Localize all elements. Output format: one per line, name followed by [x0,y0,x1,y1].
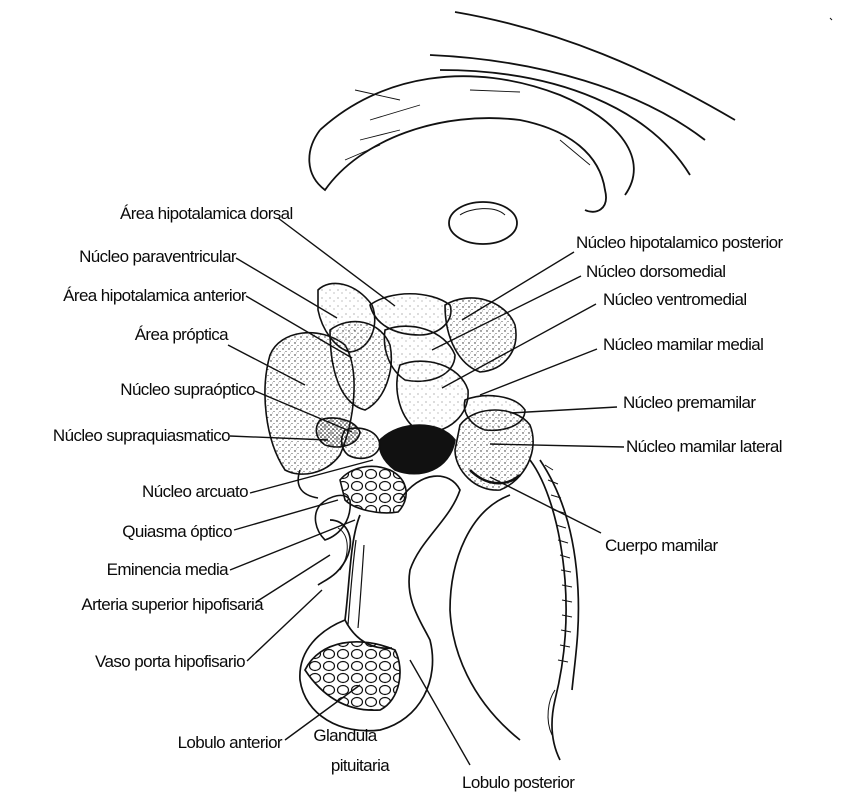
label-area-hipotalamica-anterior: Área hipotalamica anterior [10,286,246,306]
label-nucleo-dorsomedial: Núcleo dorsomedial [586,262,816,282]
label-cuerpo-mamilar: Cuerpo mamilar [605,536,805,556]
label-nucleo-supraquiasmatico: Núcleo supraquiasmatico [5,426,230,446]
label-glandula-pituitaria-line2: pituitaria [315,756,405,776]
label-glandula-pituitaria-line1: Glandula [300,726,390,746]
label-nucleo-paraventricular: Núcleo paraventricular [40,247,236,267]
corpus-callosum [309,12,832,212]
label-area-hipotalamica-dorsal: Área hipotalamica dorsal [120,204,280,224]
label-arteria-superior-hipofisaria: Arteria superior hipofisaria [8,595,263,615]
optic-chiasm [298,466,406,540]
label-area-proptica: Área próptica [100,325,228,345]
label-vaso-porta-hipofisario: Vaso porta hipofisario [40,652,245,672]
label-nucleo-premamilar: Núcleo premamilar [623,393,833,413]
label-nucleo-supraoptico: Núcleo supraóptico [20,380,255,400]
label-lobulo-anterior: Lobulo anterior [140,733,282,753]
label-nucleo-mamilar-medial: Núcleo mamilar medial [603,335,833,355]
label-quiasma-optico: Quiasma óptico [40,522,232,542]
label-nucleo-hipotalamico-posterior: Núcleo hipotalamico posterior [576,233,836,253]
label-lobulo-posterior: Lobulo posterior [462,773,662,793]
label-nucleo-mamilar-lateral: Núcleo mamilar lateral [626,437,836,457]
label-nucleo-ventromedial: Núcleo ventromedial [603,290,833,310]
brainstem-outline [450,460,578,760]
label-eminencia-media: Eminencia media [40,560,228,580]
hypothalamic-nuclei [265,283,533,490]
pituitary-gland [300,476,460,731]
label-nucleo-arcuato: Núcleo arcuato [60,482,248,502]
